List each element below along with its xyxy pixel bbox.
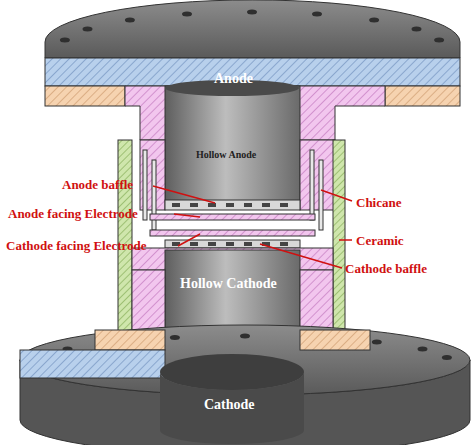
callout-label: Ceramic	[356, 234, 404, 247]
baffle-hole	[262, 203, 270, 207]
baffle-hole	[226, 242, 234, 246]
bolt-hole	[312, 12, 322, 17]
bolt-hole	[182, 12, 192, 17]
baffle-hole	[190, 203, 198, 207]
baffle-hole	[226, 203, 234, 207]
bolt-hole	[125, 18, 135, 23]
baffle-hole	[280, 242, 288, 246]
bolt-hole	[60, 38, 70, 43]
bolt-hole	[247, 10, 257, 15]
part-label: Hollow Cathode	[180, 277, 277, 291]
bolt-hole	[434, 38, 444, 43]
baffle-hole	[190, 242, 198, 246]
callout-label: Anode baffle	[62, 178, 133, 191]
bolt-hole	[418, 347, 428, 352]
bolt-hole	[170, 335, 180, 340]
callout-label: Chicane	[356, 196, 402, 209]
baffle-hole	[172, 203, 180, 207]
callout-label: Anode facing Electrode	[8, 207, 138, 220]
baffle-hole	[208, 242, 216, 246]
part-label: Cathode	[204, 398, 255, 412]
part-label: Anode	[214, 72, 253, 86]
part-label: Hollow Anode	[196, 150, 256, 160]
callout-label: Cathode baffle	[345, 262, 427, 275]
bolt-hole	[372, 340, 382, 345]
baffle-hole	[244, 242, 252, 246]
bolt-hole	[83, 27, 93, 32]
baffle-hole	[244, 203, 252, 207]
callout-label: Cathode facing Electrode	[6, 239, 147, 252]
baffle-hole	[280, 203, 288, 207]
bolt-hole	[240, 334, 250, 339]
bolt-hole	[442, 355, 452, 360]
bolt-hole	[369, 18, 379, 23]
bolt-hole	[412, 27, 422, 32]
